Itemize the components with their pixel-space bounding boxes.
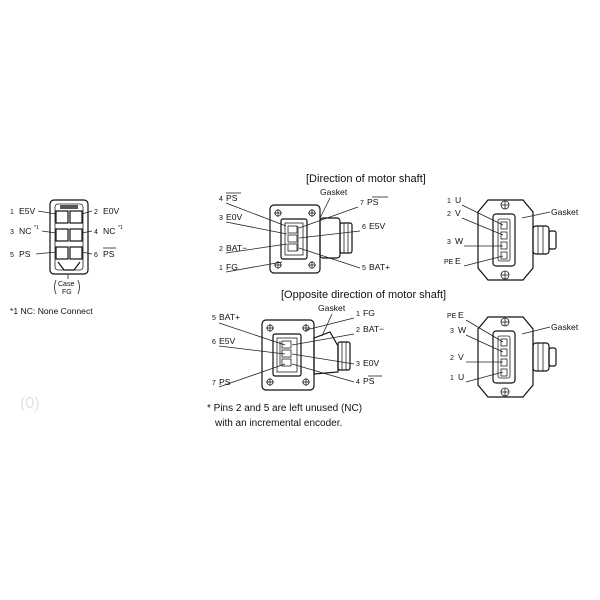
pin-signal: BAT−: [226, 243, 247, 253]
pin-num: 6: [212, 339, 216, 346]
pin-num: 1: [10, 209, 14, 216]
pin-signal: PS: [367, 197, 379, 207]
pin-num: PE: [447, 313, 457, 320]
flange: [477, 199, 534, 281]
pin-signal: PS: [226, 193, 238, 203]
power-connector-bottom: Gasket PE E 3 W 2 V 1 U: [447, 310, 579, 398]
power-connector-top: Gasket 1 U 2 V 3 W PE E: [444, 195, 579, 281]
left-connector-housing: [49, 199, 89, 275]
pin-signal: PS: [219, 377, 231, 387]
pin-signal: BAT+: [219, 312, 240, 322]
pin-sup: *1: [34, 225, 39, 231]
pin-signal: PS: [19, 249, 31, 259]
pin-num: 2: [356, 327, 360, 334]
gasket-label: Gasket: [551, 207, 579, 217]
section-direction-motor-shaft: [Direction of motor shaft]: [306, 173, 426, 185]
contact-cell-1: [55, 210, 69, 224]
gasket-label: Gasket: [318, 303, 346, 313]
pin-num: 1: [219, 265, 223, 272]
cable-boot: [319, 217, 341, 259]
pin-num: 1: [450, 375, 454, 382]
pin-num: 3: [450, 328, 454, 335]
pin-num: 4: [219, 196, 223, 203]
pin-signal: E5V: [219, 336, 236, 346]
note-line-1: * Pins 2 and 5 are left unused (NC): [207, 403, 362, 414]
pin-signal: V: [458, 352, 464, 362]
pin-signal: PS: [363, 376, 375, 386]
left-connector-latch: [60, 205, 78, 209]
pin-num: 5: [10, 252, 14, 259]
cable-boot: [313, 331, 339, 375]
pin-signal: NC: [19, 226, 31, 236]
pin-signal: NC: [103, 226, 115, 236]
pin-signal: V: [455, 208, 461, 218]
contact-cell-2: [69, 210, 83, 224]
pin-num: 3: [447, 239, 451, 246]
pin-signal: E5V: [369, 221, 386, 231]
pin-num: 2: [450, 355, 454, 362]
socket-body: [492, 213, 516, 267]
pin-num: 2: [447, 211, 451, 218]
pin-num: 1: [356, 311, 360, 318]
pin-num: 4: [94, 229, 98, 236]
pin-signal: U: [455, 195, 461, 205]
gasket-label: Gasket: [551, 322, 579, 332]
pin-signal: PS: [103, 249, 115, 259]
socket-body: [492, 330, 516, 384]
case-label: Case: [58, 281, 74, 288]
pin-signal: U: [458, 372, 464, 382]
left-connector-key: [57, 261, 81, 271]
left-connector-inner: [54, 203, 84, 271]
contact-cell-3: [55, 228, 69, 242]
flange: [477, 316, 534, 398]
contact-cell-4: [69, 228, 83, 242]
encoder-connector-bottom: Gasket 5 BAT+ 6 E5V 7 PS 1 FG 2 BAT− 3 E…: [212, 303, 384, 391]
left-connector: 1 E5V 3 NC *1 5 PS 2 E0V 4 NC *1 6 PS Ca…: [10, 199, 123, 316]
note-line-2: with an incremental encoder.: [214, 418, 342, 429]
pin-num: 7: [212, 380, 216, 387]
pin-num: 2: [219, 246, 223, 253]
contact-cell-6: [69, 246, 83, 260]
pin-num: 7: [360, 200, 364, 207]
pin-sup: *1: [118, 225, 123, 231]
pin-signal: E: [455, 256, 461, 266]
pin-signal: E0V: [103, 206, 120, 216]
left-connector-footnote: *1 NC: None Connect: [10, 306, 93, 316]
pin-num: 1: [447, 198, 451, 205]
contact-cell-5: [55, 246, 69, 260]
pin-num: 3: [219, 215, 223, 222]
pin-signal: W: [458, 325, 467, 335]
pin-num: 6: [362, 224, 366, 231]
gasket-label: Gasket: [320, 187, 348, 197]
pin-signal: W: [455, 236, 464, 246]
section-opposite-direction: [Opposite direction of motor shaft]: [281, 289, 446, 301]
pin-signal: E: [458, 310, 464, 320]
pin-signal: BAT−: [363, 324, 384, 334]
pin-signal: E0V: [363, 358, 380, 368]
watermark-mark: (0): [20, 395, 40, 412]
case-fg: FG: [62, 289, 72, 296]
pin-signal: FG: [363, 308, 375, 318]
pin-num: 6: [94, 252, 98, 259]
pin-num: 3: [356, 361, 360, 368]
socket-body: [272, 333, 302, 377]
pin-num: 3: [10, 229, 14, 236]
pin-num: 5: [212, 315, 216, 322]
pin-signal: FG: [226, 262, 238, 272]
pin-num: PE: [444, 259, 454, 266]
pin-signal: E5V: [19, 206, 36, 216]
encoder-connector-top: Gasket 4 PS 3 E0V 2 BAT− 1 FG 7 PS 6 E5V…: [219, 187, 390, 274]
pin-num: 4: [356, 379, 360, 386]
socket-body: [280, 218, 308, 260]
pin-signal: BAT+: [369, 262, 390, 272]
pin-signal: E0V: [226, 212, 243, 222]
pin-num: 2: [94, 209, 98, 216]
pin-num: 5: [362, 265, 366, 272]
